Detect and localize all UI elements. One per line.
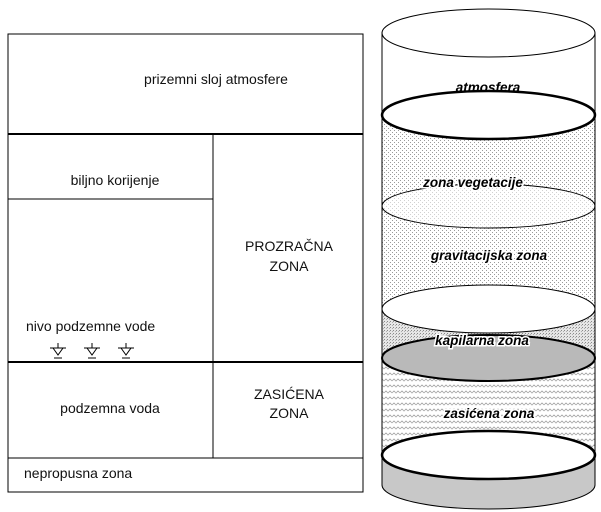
label-prozracna-zona-2: ZONA [270, 258, 310, 274]
ellipse-gravitational [381, 284, 596, 334]
left-panel: prizemni sloj atmosfere biljno korijenje… [7, 33, 364, 493]
ellipse-vegetation [381, 183, 596, 229]
label-gravitacijska-zona: gravitacijska zona [430, 248, 548, 263]
label-zona-vegetacije: zona vegetacije [422, 175, 523, 190]
label-zasicena-zona: zasićena zona [443, 406, 535, 421]
label-prizemni-sloj: prizemni sloj atmosfere [144, 71, 288, 87]
water-table-icon [118, 343, 134, 359]
water-table-icon [84, 343, 100, 359]
label-kapilarna-zona: kapilarna zona [435, 333, 529, 348]
label-nepropusna-zona: nepropusna zona [24, 465, 132, 481]
ellipse-atmosphere-bottom [380, 89, 597, 141]
band-impermeable [382, 455, 595, 509]
water-table-symbols [50, 343, 134, 359]
ellipse-saturated-bottom [380, 429, 597, 481]
soil-cylinder: atmosfera zona vegetacije gravitacijska … [380, 8, 597, 510]
label-biljno-korijenje: biljno korijenje [71, 172, 160, 188]
label-nivo-podzemne-vode: nivo podzemne vode [26, 318, 155, 334]
label-atmosfera: atmosfera [456, 80, 521, 95]
label-zasicena-zona-2: ZONA [270, 405, 310, 421]
cylinder-bottom-edge [381, 484, 596, 510]
water-table-icon [50, 343, 66, 359]
label-prozracna-zona-1: PROZRAČNA [245, 238, 334, 254]
label-podzemna-voda: podzemna voda [60, 400, 160, 416]
left-panel-frame [7, 33, 364, 493]
label-zasicena-zona-1: ZASIĆENA [254, 386, 325, 402]
cylinder-top-cap [381, 8, 596, 58]
